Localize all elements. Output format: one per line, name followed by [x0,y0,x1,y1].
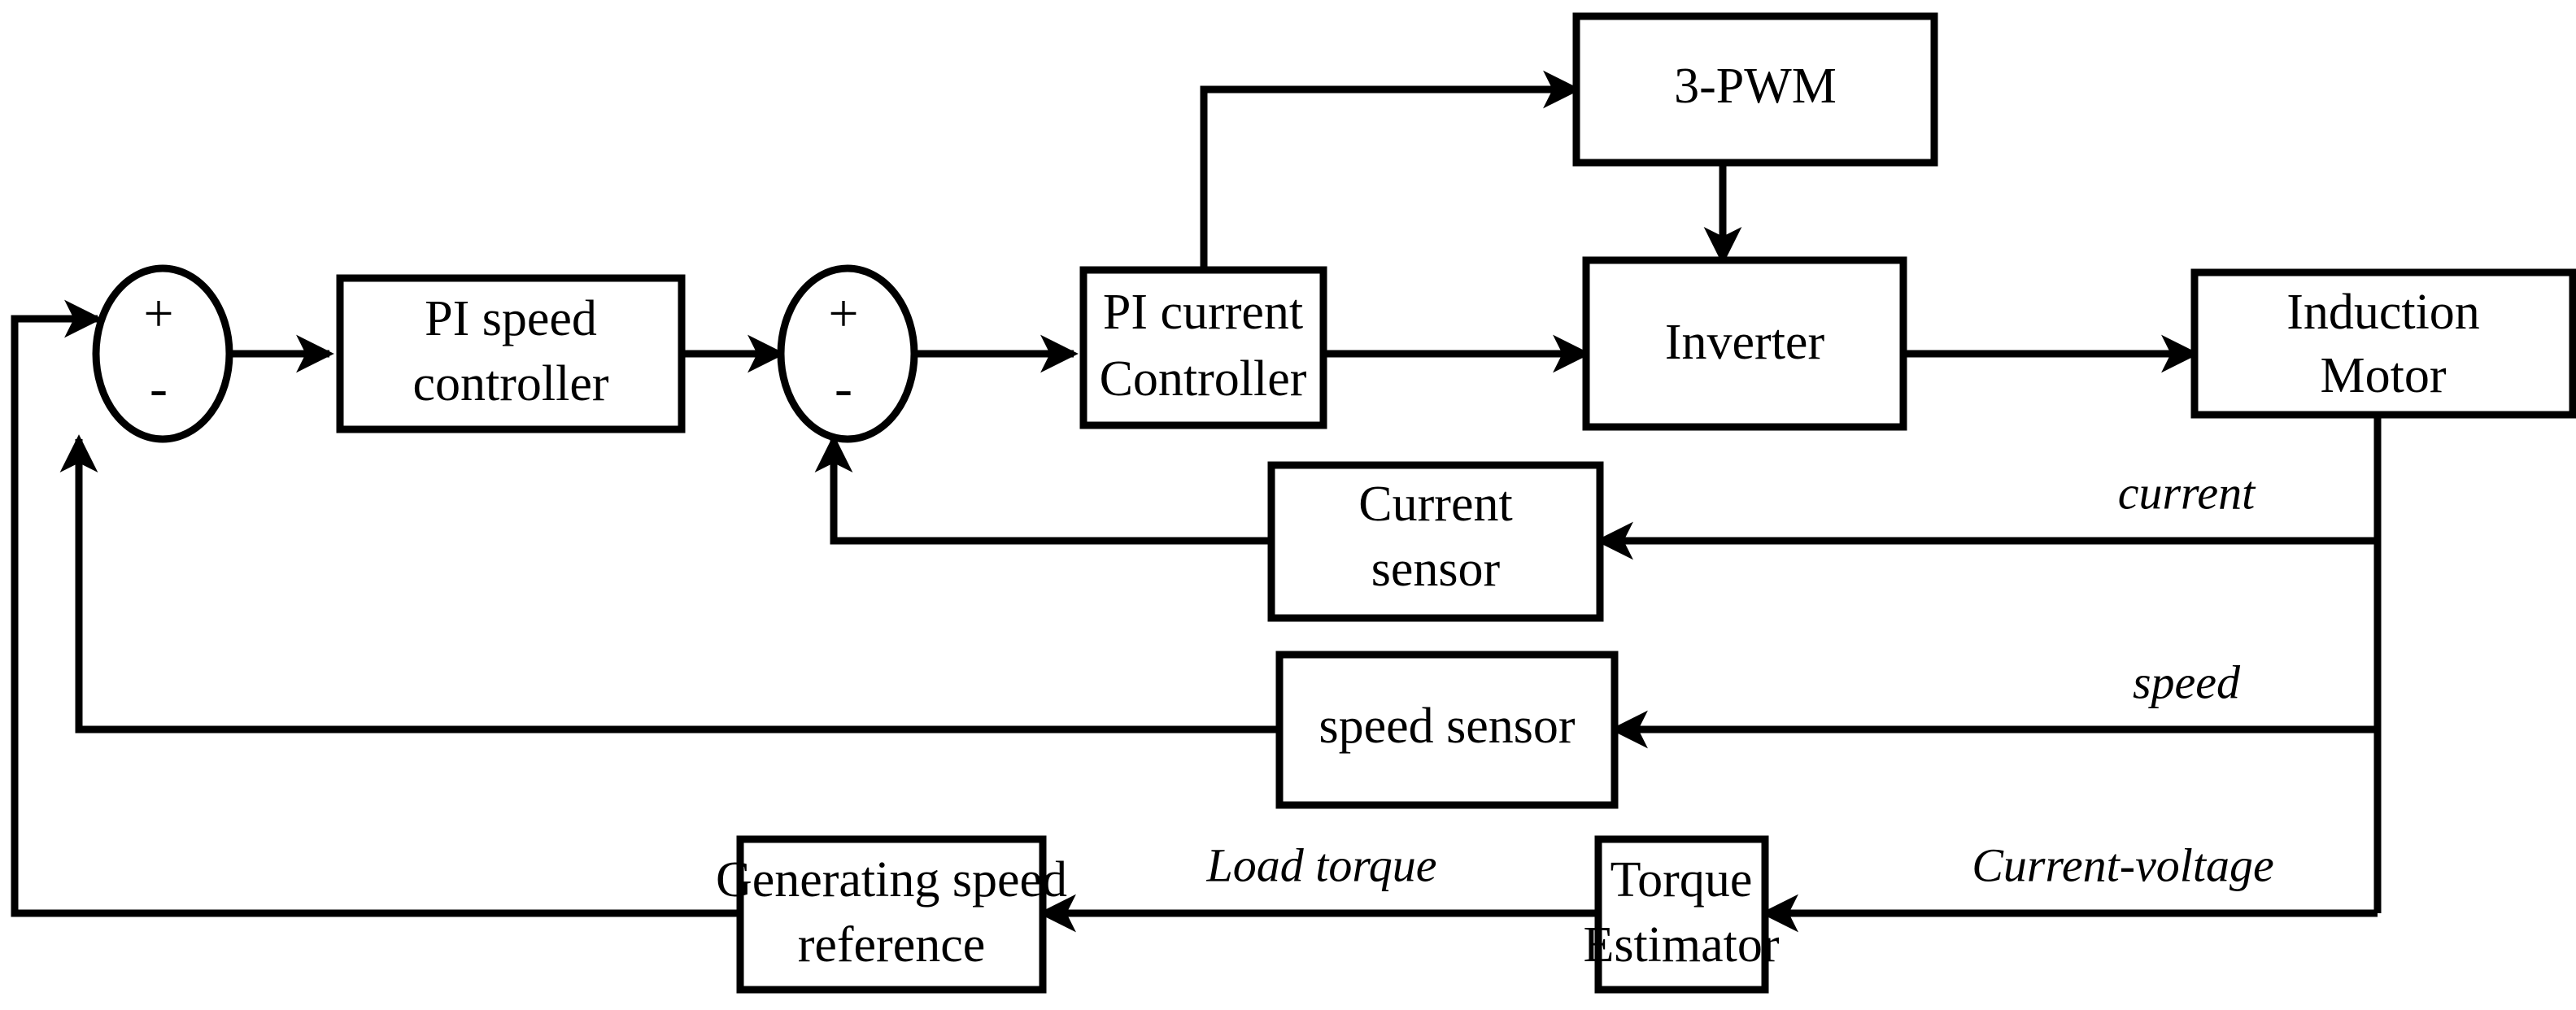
generating-speed-reference-label-line1: Generating speed [716,852,1067,908]
block-3-pwm[interactable]: 3-PWM [1572,12,1938,167]
torque-estimator-label-line1: Torque [1611,852,1753,908]
block-pi-speed-controller[interactable]: PI speed controller [336,274,686,433]
induction-motor-label-line2: Motor [2321,348,2447,403]
sum2-plus-sign: + [828,284,858,343]
sum2-circle[interactable] [777,264,918,443]
block-inverter[interactable]: Inverter [1582,256,1907,431]
block-pi-current-controller[interactable]: PI current Controller [1079,266,1327,429]
induction-motor-label-line1: Induction [2286,285,2480,340]
current-sensor-label-line1: Current [1358,477,1512,532]
torque-estimator-box[interactable] [1594,835,1769,994]
current-sensor-label-line2: sensor [1371,542,1501,597]
block-current-sensor[interactable]: Current sensor [1267,461,1604,622]
wire-current-sensor-to-sum2 [814,434,1271,545]
signal-label-current: current [2118,466,2256,519]
induction-motor-box[interactable] [2190,268,2576,419]
pwm-box[interactable] [1572,12,1938,167]
pi-current-controller-label-line2: Controller [1100,351,1307,407]
current-sensor-box[interactable] [1267,461,1604,622]
block-generating-speed-reference[interactable]: Generating speed reference [716,835,1067,994]
signal-label-speed: speed [2133,655,2241,708]
wire-speed-sensor-to-sum1 [59,434,1279,734]
pi-speed-controller-box[interactable] [336,274,686,433]
signal-label-load-torque: Load torque [1205,838,1436,891]
block-torque-estimator[interactable]: Torque Estimator [1583,835,1780,994]
inverter-box[interactable] [1582,256,1907,431]
generating-speed-reference-label-line2: reference [798,917,986,973]
pi-speed-controller-label-line2: controller [412,356,608,411]
summing-junction-current-loop[interactable]: + - [777,264,918,443]
pwm-label: 3-PWM [1674,59,1837,114]
speed-sensor-box[interactable] [1275,651,1619,809]
pi-current-controller-label-line1: PI current [1103,285,1303,340]
sum1-minus-sign: - [150,359,168,418]
pi-speed-controller-label-line1: PI speed [425,291,597,346]
pi-current-controller-box[interactable] [1079,266,1327,429]
inverter-label: Inverter [1665,315,1825,370]
signal-label-current-voltage: Current-voltage [1972,838,2274,891]
wire-speed-reference-to-sum1 [11,299,740,917]
block-speed-sensor[interactable]: speed sensor [1275,651,1619,809]
generating-speed-reference-box[interactable] [736,835,1047,994]
summing-junction-speed-loop[interactable]: + - [92,264,233,443]
speed-sensor-label: speed sensor [1319,699,1575,754]
torque-estimator-label-line2: Estimator [1583,917,1779,973]
sum1-circle[interactable] [92,264,233,443]
block-induction-motor[interactable]: Induction Motor [2190,268,2576,419]
sum1-plus-sign: + [143,284,173,343]
sum2-minus-sign: - [835,359,852,418]
wire-pi-current-to-pwm [1200,70,1581,270]
